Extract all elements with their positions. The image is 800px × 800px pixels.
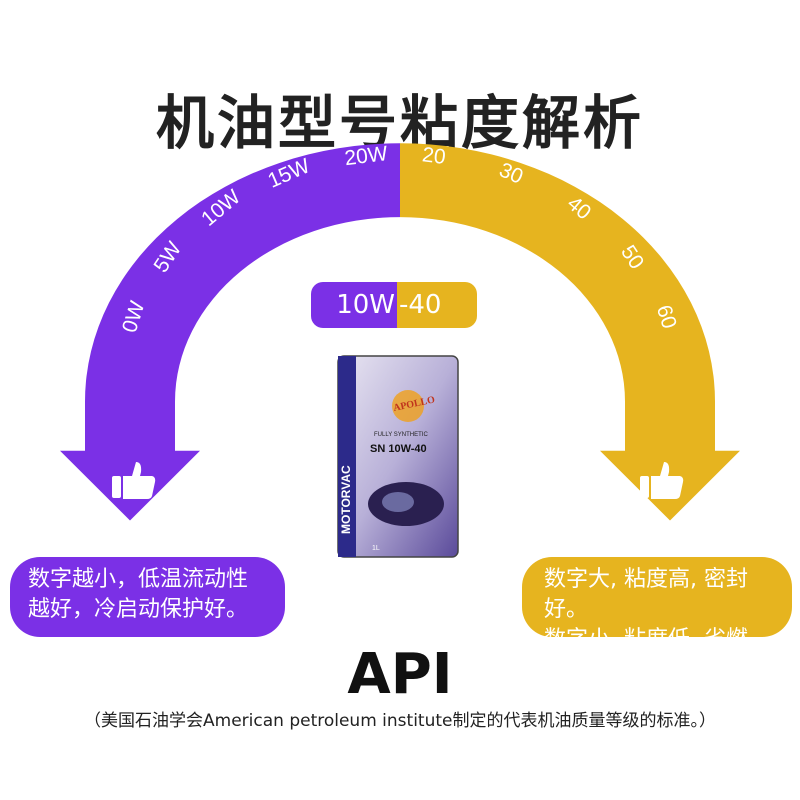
thumbs-up-icon	[640, 462, 684, 499]
left-note-line2: 越好，冷启动保护好。	[28, 597, 249, 622]
grade-badge: 10W -40	[311, 282, 477, 328]
temp-scale-label: 20	[421, 143, 447, 169]
right-note-line1: 数字大, 粘度高, 密封好。	[544, 567, 748, 622]
oil-can-image: MOTORVAC APOLLO FULLY SYNTHETIC SN 10W-4…	[337, 355, 459, 558]
api-heading: API	[347, 642, 453, 707]
winter-scale-label: 20W	[343, 142, 389, 170]
thumbs-up-icon	[112, 462, 156, 499]
can-volume: 1L	[372, 545, 380, 552]
can-subtitle: FULLY SYNTHETIC	[374, 432, 428, 438]
winter-arc	[60, 143, 400, 521]
viscosity-note: 数字大, 粘度高, 密封好。 数字小, 粘度低, 省燃料。	[522, 557, 792, 682]
grade-winter: 10W	[311, 282, 397, 328]
can-brand: MOTORVAC	[339, 465, 353, 534]
grade-temp: -40	[397, 282, 477, 328]
left-note-line1: 数字越小，低温流动性	[28, 567, 249, 592]
temp-arc	[400, 143, 740, 521]
right-note-line2: 数字小, 粘度低, 省燃料。	[544, 627, 748, 682]
api-footnote: （美国石油学会American petroleum institute制定的代表…	[84, 711, 716, 731]
can-grade: SN 10W-40	[370, 443, 427, 455]
low-number-note: 数字越小，低温流动性 越好，冷启动保护好。	[10, 557, 285, 637]
